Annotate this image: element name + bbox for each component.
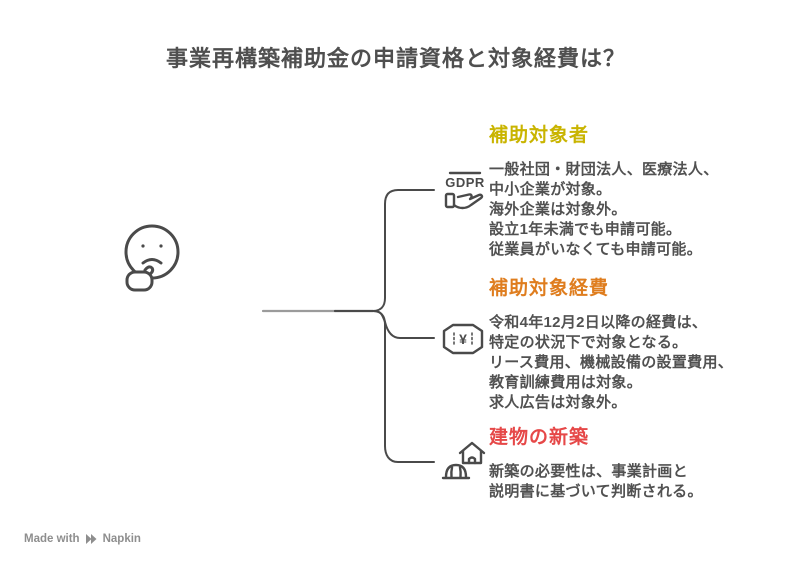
gdpr-icon-label: GDPR	[445, 175, 485, 190]
yen-icon-symbol: ¥	[459, 331, 467, 347]
yen-coin-icon: ¥	[442, 323, 484, 355]
body-line: 一般社団・財団法人、医療法人、	[489, 161, 719, 178]
body-line: 説明書に基づいて判断される。	[489, 483, 703, 500]
gdpr-hand-icon: GDPR	[444, 171, 485, 210]
section-heading: 建物の新築	[489, 427, 590, 448]
made-with-napkin-credit[interactable]: Made with Napkin	[24, 533, 141, 545]
made-with-label: Made with	[24, 533, 80, 545]
section-body: 一般社団・財団法人、医療法人、 中小企業が対象。 海外企業は対象外。 設立1年未…	[489, 160, 769, 260]
body-line: 中小企業が対象。	[489, 181, 612, 198]
section-body: 令和4年12月2日以降の経費は、 特定の状況下で対象となる。 リース費用、機械設…	[489, 313, 769, 413]
section-heading: 補助対象経費	[489, 278, 610, 299]
section-eligible-expenses: 補助対象経費 令和4年12月2日以降の経費は、 特定の状況下で対象となる。 リー…	[489, 277, 769, 413]
body-line: 海外企業は対象外。	[489, 201, 627, 218]
body-line: 設立1年未満でも申請可能。	[489, 221, 682, 238]
branch-connector-lines	[261, 189, 435, 463]
body-line: リース費用、機械設備の設置費用、	[489, 354, 734, 371]
napkin-brand-label: Napkin	[102, 533, 141, 545]
body-line: 従業員がいなくても申請可能。	[489, 241, 703, 258]
section-body: 新築の必要性は、事業計画と 説明書に基づいて判断される。	[489, 462, 769, 502]
section-heading: 補助対象者	[489, 125, 590, 146]
body-line: 求人広告は対象外。	[489, 394, 627, 411]
body-line: 新築の必要性は、事業計画と	[489, 463, 688, 480]
body-line: 教育訓練費用は対象。	[489, 374, 643, 391]
section-eligible-applicants: 補助対象者 一般社団・財団法人、医療法人、 中小企業が対象。 海外企業は対象外。…	[489, 124, 769, 260]
body-line: 令和4年12月2日以降の経費は、	[489, 314, 708, 331]
section-new-building: 建物の新築 新築の必要性は、事業計画と 説明書に基づいて判断される。	[489, 426, 769, 502]
napkin-logo-icon	[85, 534, 97, 544]
thinking-face-icon	[124, 224, 180, 292]
body-line: 特定の状況下で対象となる。	[489, 334, 688, 351]
building-construction-icon	[441, 441, 486, 480]
page-title: 事業再構築補助金の申請資格と対象経費は？	[165, 46, 626, 71]
